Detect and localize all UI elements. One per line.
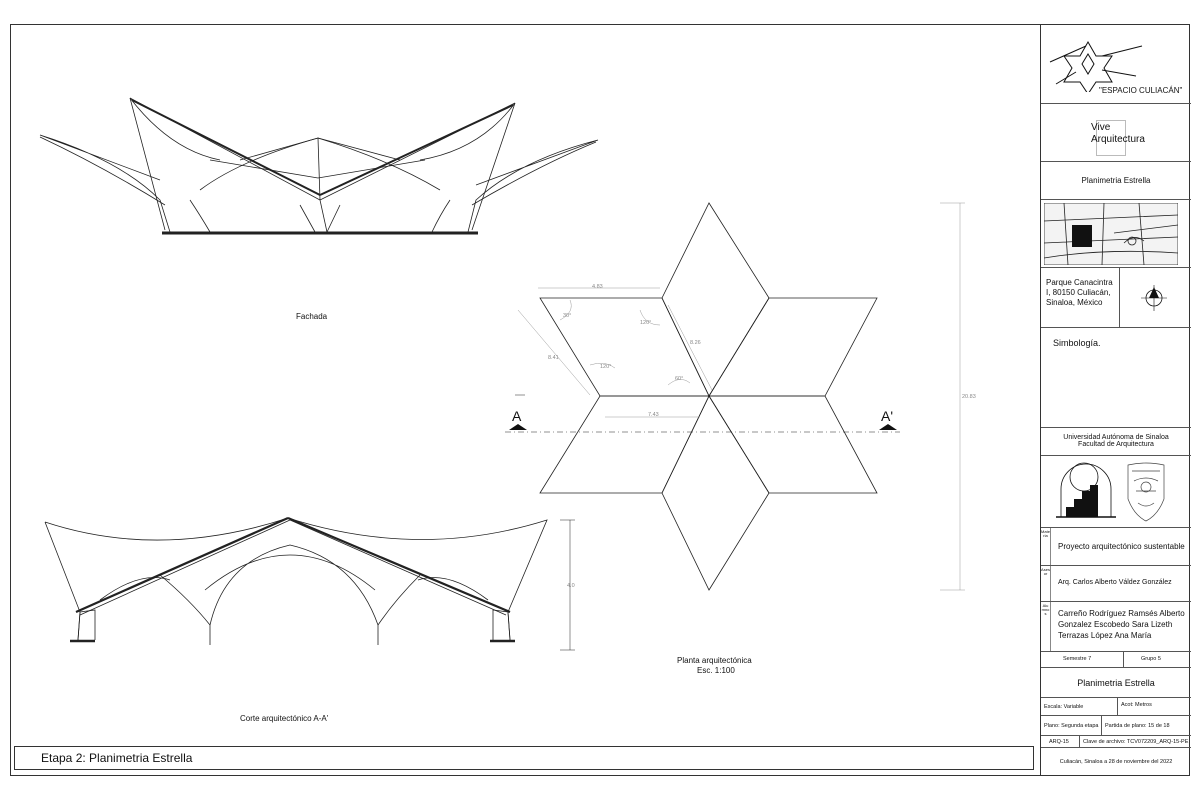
scale: Escala: Variable [1044,704,1084,710]
dim-mid: 7.43 [648,412,659,418]
student-1: Carreño Rodríguez Ramsés Alberto [1058,609,1185,618]
fachada-label: Fachada [296,312,328,321]
simbologia-label: Simbología. [1053,338,1101,348]
star-logo-icon [1049,40,1143,92]
group: Grupo 5 [1141,656,1161,662]
scale-cell: Escala: Variable Acot: Metros [1041,698,1191,716]
section-label-a: A [512,408,522,424]
angle-3: 120° [600,364,612,370]
angle-2: 120° [640,320,652,326]
drawing-sheet [10,24,1190,776]
section-markers [509,424,897,430]
section-mark-a [509,424,527,430]
planta-label: Planta arquitectónica [677,656,752,665]
north-arrow-icon [1141,285,1167,311]
project-logo-cell: "ESPACIO CULIACÁN" [1041,24,1191,104]
code-cell: ARQ-15 Clave de archivo: TCV072209_ARQ-1… [1041,736,1191,748]
address: Parque Canacintra I, 80150 Culiacán, Sin… [1046,278,1113,307]
fachada-elevation [39,97,599,235]
corte-section [44,516,575,651]
student-2: Gonzalez Escobedo Sara Lizeth [1058,620,1173,629]
faculty-emblems [1056,462,1165,522]
brand-frame-icon [1096,120,1126,156]
units: Acot: Metros [1121,702,1152,708]
dim-diag: 8.41 [548,355,559,361]
code: ARQ-15 [1049,739,1069,745]
brand-cell: Vive Arquitectura [1041,104,1191,162]
dim-total: 20.83 [962,394,976,400]
planta-scale: Esc. 1:100 [697,666,735,675]
stage-label: Etapa 2: Planimetria Estrella [14,746,1034,770]
star-plan [505,202,965,591]
drawings-canvas [39,97,965,651]
emblems-cell [1041,456,1191,528]
simbologia-cell: Simbología. [1041,328,1191,428]
address-cell: Parque Canacintra I, 80150 Culiacán, Sin… [1041,268,1191,328]
title-block: "ESPACIO CULIACÁN" Vive Arquitectura Pla… [1040,24,1191,776]
location-map-cell [1041,200,1191,268]
place-date: Culiacán, Sinaloa a 28 de noviembre del … [1059,759,1173,765]
plan-title: Planimetria Estrella [1041,668,1191,698]
faculty-name: Facultad de Arquitectura [1078,441,1154,448]
sheet-title: Planimetria Estrella [1041,162,1191,200]
angle-1: 30° [563,313,572,319]
semester-cell: Semestre 7 Grupo 5 [1041,652,1191,668]
subject-cell: Materia Proyecto arquitectónico sustenta… [1041,528,1191,566]
dim-side: 4.83 [592,284,603,290]
architecture-faculty-logo-icon [1056,462,1116,518]
sheet-number: Partida de plano: 15 de 18 [1105,723,1170,729]
uas-shield-icon [1127,462,1165,522]
plan-stage: Plano: Segunda etapa [1044,723,1099,729]
students-cell: Alumnos Carreño Rodríguez Ramsés Alberto… [1041,602,1191,652]
brand-line-2: Arquitectura [1091,134,1145,145]
plan-stage-cell: Plano: Segunda etapa Partida de plano: 1… [1041,716,1191,736]
advisor: Arq. Carlos Alberto Váldez González [1058,579,1172,586]
subject: Proyecto arquitectónico sustentable [1058,542,1185,551]
advisor-tag: Asesor [1041,566,1051,601]
corte-label: Corte arquitectónico A-A' [240,714,329,723]
angle-4: 60° [675,376,684,382]
brand-line-1: Vive [1091,122,1111,133]
location-map [1044,203,1178,265]
project-name: "ESPACIO CULIACÁN" [1099,86,1183,95]
semester: Semestre 7 [1063,656,1092,662]
dim-h: 8.26 [690,340,701,346]
file-key: Clave de archivo: TCV072209_ARQ-15-PE [1083,739,1189,745]
dim-corte: 4.0 [567,583,575,589]
student-3: Terrazas López Ana María [1058,631,1152,640]
university-cell: Universidad Autónoma de Sinaloa Facultad… [1041,428,1191,456]
advisor-cell: Asesor Arq. Carlos Alberto Váldez Gonzál… [1041,566,1191,602]
section-mark-a-prime [879,424,897,430]
university-name: Universidad Autónoma de Sinaloa [1063,434,1169,441]
students-tag: Alumnos [1041,602,1051,651]
section-label-a-prime: A' [881,408,894,424]
subject-tag: Materia [1041,528,1051,565]
